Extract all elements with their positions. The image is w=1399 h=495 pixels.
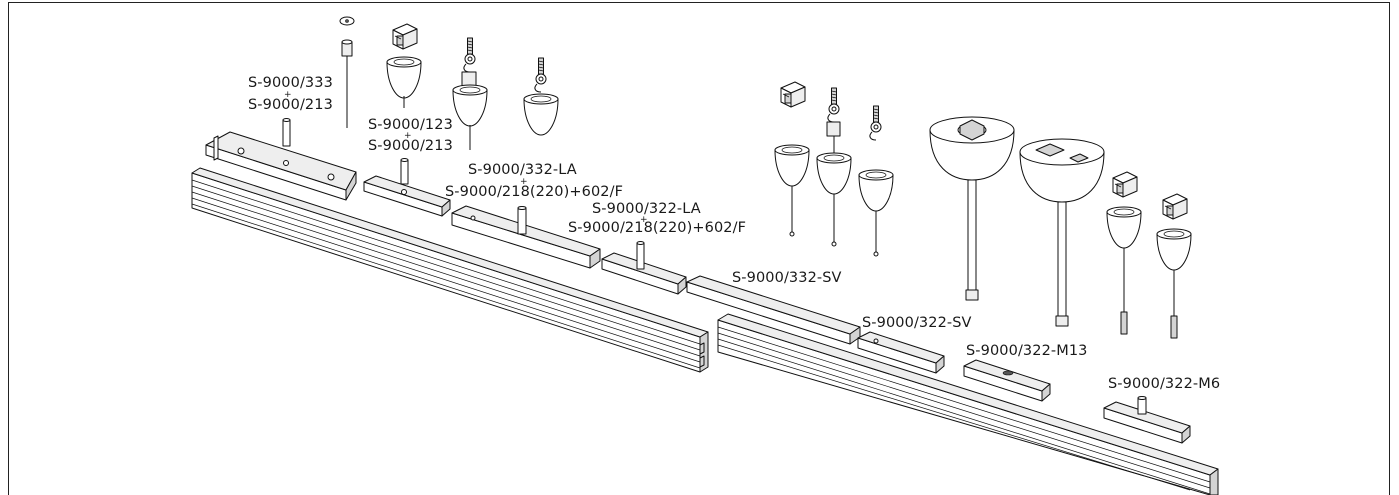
plus-sign: + [640, 215, 648, 225]
eyebolt-canopy-wire-b [816, 87, 852, 247]
clamp-canopy-rod-d [1156, 193, 1192, 339]
rail-adapter-332-sv [686, 275, 861, 345]
label-s322la: S-9000/322-LA [592, 201, 701, 217]
threaded-stud [282, 118, 291, 147]
label-s218a: S-9000/218(220)+602/F [445, 184, 624, 200]
plus-sign: + [404, 131, 412, 141]
rail-adapter-332-la [451, 205, 601, 269]
rail-adapter-322-m6 [1103, 396, 1191, 444]
rail-adapter-322-m13 [963, 359, 1051, 402]
clamp-with-canopy [386, 23, 422, 108]
plus-sign: + [520, 177, 528, 187]
label-s322sv: S-9000/322-SV [862, 315, 972, 331]
eyebolt-canopy-wire-c [858, 105, 894, 257]
label-s333: S-9000/333 [248, 75, 333, 91]
label-s123: S-9000/123 [368, 117, 453, 133]
dome-canopy-rod-a [929, 116, 1015, 301]
clamp-canopy-wire-a [774, 81, 810, 237]
label-s322m6: S-9000/322-M6 [1108, 376, 1221, 392]
ceiling-anchor [339, 16, 355, 128]
label-s218b: S-9000/218(220)+602/F [568, 220, 747, 236]
label-s213a: S-9000/213 [248, 97, 333, 113]
label-s332sv: S-9000/332-SV [732, 270, 842, 286]
clamp-canopy-rod-c [1106, 171, 1142, 335]
diagram-frame [8, 2, 1390, 495]
right-track-rail [717, 313, 1219, 495]
rail-adapter-123 [363, 158, 451, 217]
eyebolt-canopy-wire-1 [452, 37, 488, 150]
plus-sign: + [284, 90, 292, 100]
label-s213b: S-9000/213 [368, 138, 453, 154]
eyebolt-canopy-2 [523, 57, 559, 136]
dome-canopy-rod-b [1019, 138, 1105, 327]
left-track-rail [191, 167, 709, 373]
rail-adapter-322-la [601, 241, 687, 295]
label-s332la: S-9000/332-LA [468, 162, 577, 178]
label-s322m13: S-9000/322-M13 [966, 343, 1088, 359]
mounting-plate [205, 131, 357, 201]
rail-adapter-322-sv [857, 331, 945, 374]
